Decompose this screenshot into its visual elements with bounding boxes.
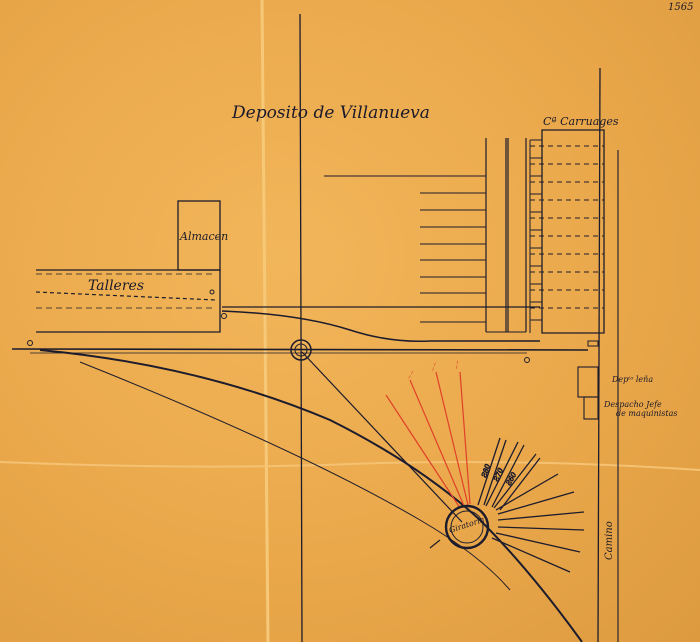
talleres-dashed-track	[35, 291, 217, 301]
signal-mark	[524, 357, 530, 363]
roundhouse-stalls	[477, 437, 585, 573]
signal-mark	[221, 313, 227, 319]
small-turntable	[290, 339, 312, 361]
talleres-building	[36, 269, 221, 333]
carruages-dashed-tracks	[530, 145, 604, 309]
carruages-label: Cª Carruages	[543, 115, 619, 128]
camino-road-edge	[597, 67, 601, 642]
proposed-red-labels: ~~ ~~ ~~	[406, 359, 462, 381]
svg-text:~~: ~~	[406, 369, 417, 381]
shed-vertical-tracks	[485, 138, 527, 332]
vertical-track	[299, 13, 303, 642]
paper-fold-horizontal	[0, 461, 700, 471]
carruages-bay-ticks	[530, 139, 542, 321]
curved-main-track	[39, 349, 583, 642]
despacho-label: Despacho Jefe	[603, 400, 662, 409]
talleres-label: Talleres	[88, 278, 144, 294]
main-line-track	[11, 348, 589, 351]
despacho-building	[583, 396, 599, 420]
secondary-track	[79, 361, 511, 591]
small-turntable-inner	[294, 343, 308, 357]
svg-text:~~: ~~	[429, 361, 439, 373]
corner-mark: 1565	[668, 2, 693, 13]
signal-mark	[209, 289, 215, 295]
turntable-stub	[429, 539, 441, 549]
camino-label: Camino	[604, 521, 615, 560]
giratoria-turntable-pit	[450, 510, 484, 544]
carruages-building	[541, 129, 605, 334]
signal-mark	[27, 340, 33, 346]
svg-text:Ƨ70: Ƨ70	[492, 467, 505, 483]
diagonal-track	[301, 351, 463, 523]
proposed-red-tracks	[385, 371, 471, 509]
horizontal-sidings	[324, 175, 486, 323]
plan-title: Deposito de Villanueva	[231, 103, 430, 123]
deposito-lena-building	[577, 366, 599, 398]
giratoria-turntable	[444, 504, 490, 550]
deposito-lena-label: Depᵗᵒ leña	[611, 375, 653, 384]
paper-fold-vertical	[260, 0, 270, 642]
curved-siding	[221, 310, 540, 342]
despacho-label-line2: de maquinistas	[616, 409, 678, 418]
almacen-label: Almacen	[179, 230, 228, 243]
svg-text:~~: ~~	[453, 359, 462, 370]
buffer-stop	[587, 340, 599, 347]
